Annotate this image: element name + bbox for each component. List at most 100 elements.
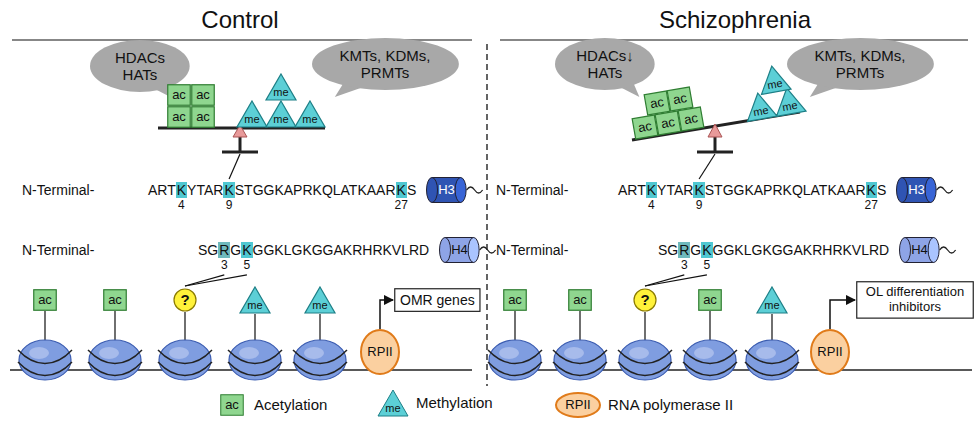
- histone-cylinder: [937, 187, 953, 193]
- histone-cylinder: [902, 202, 931, 203]
- histone-cylinder: [480, 247, 496, 253]
- leader-line: [185, 275, 247, 286]
- scale-pointer: [699, 154, 715, 179]
- node-text: me: [766, 77, 783, 92]
- nucleosome: [88, 362, 142, 376]
- modified-residue: K: [176, 182, 187, 198]
- histone-cylinder: [427, 178, 438, 203]
- panel-title: Control: [201, 6, 278, 34]
- terminus-label: N-Terminal-: [496, 182, 568, 198]
- sequence-text: ART: [618, 182, 646, 198]
- methylation-mark: [757, 64, 791, 95]
- node-text: HDACs HATs: [107, 49, 173, 84]
- node-text: H4: [451, 243, 468, 258]
- nucleosome: [745, 362, 799, 376]
- sequence-text: GGKLGKGGAKRHRKVLRD: [253, 242, 430, 258]
- node-text: ?: [640, 291, 649, 308]
- methylation-mark: [295, 101, 325, 127]
- modified-residue: K: [223, 182, 234, 198]
- acetylation-mark: [104, 290, 127, 311]
- acetylation-mark: ac: [568, 289, 592, 311]
- legend-swatch: [378, 390, 408, 416]
- node-text: RPII: [367, 345, 392, 360]
- acetylation-mark: ac: [167, 84, 191, 106]
- speech-bubble: KMTs, KDMs, PRMTs: [311, 37, 460, 91]
- nucleosome: [694, 347, 714, 359]
- nucleosome: [293, 314, 347, 380]
- acetylation-mark: ac: [191, 84, 215, 106]
- acetylation-mark: [192, 107, 215, 128]
- acetylation-mark: ac: [503, 289, 527, 311]
- panel-title: Schizophrenia: [659, 6, 811, 34]
- nucleosome: [18, 362, 72, 376]
- methylation-mark: me: [304, 286, 336, 314]
- node-text: me: [273, 86, 288, 99]
- histone-cylinder: [928, 238, 939, 263]
- node-text: ac: [683, 110, 699, 127]
- nucleosome: [629, 347, 649, 359]
- gene-box: OL differentiation inhibitors: [856, 281, 974, 319]
- balance-scale: [222, 151, 258, 154]
- acetylation-mark: [667, 87, 693, 111]
- balance-scale: [158, 125, 325, 152]
- rna-polymerase: RPII: [810, 329, 850, 375]
- node-text: KMTs, KDMs, PRMTs: [810, 47, 910, 82]
- nucleosome: [683, 350, 737, 364]
- methylation-mark: [240, 287, 270, 313]
- unknown-mark: [634, 289, 656, 311]
- node-text: H3: [438, 183, 455, 198]
- title-rule: [500, 39, 968, 40]
- modified-residue: K: [701, 242, 712, 258]
- unknown-mark: [174, 289, 196, 311]
- node-text: ac: [660, 114, 676, 131]
- acetylation-mark: ac: [654, 110, 681, 136]
- nucleosome: [618, 350, 672, 364]
- methylation-mark: me: [239, 286, 271, 314]
- modified-residue: K: [396, 182, 407, 198]
- terminus-label: N-Terminal-: [22, 182, 94, 198]
- modified-residue: R: [218, 242, 230, 258]
- methylation-mark: me: [756, 286, 788, 314]
- nucleosome: [644, 312, 645, 342]
- sequence-text: S: [877, 182, 886, 198]
- node-text: RPII: [817, 345, 842, 360]
- histone-cylinder: [432, 202, 461, 203]
- terminus-label: N-Terminal-: [496, 242, 568, 258]
- nucleosome: [89, 340, 141, 380]
- sequence-text: YTAR: [657, 182, 693, 198]
- nucleosome: [228, 350, 282, 364]
- unknown-mark: ?: [173, 288, 197, 312]
- node-text: ac: [649, 94, 665, 111]
- nucleosome: [746, 340, 798, 380]
- sequence-text: G: [690, 242, 701, 258]
- node-text: H4: [911, 243, 928, 258]
- transcription-arrow: [380, 300, 393, 329]
- nucleosome: [18, 350, 72, 364]
- nucleosome: [514, 311, 515, 342]
- residue-number: 5: [704, 259, 711, 273]
- histone-cylinder: [445, 262, 474, 263]
- acetylation-mark: ac: [167, 106, 191, 128]
- sequence-text: STGGKAPRKQLATKAAR: [235, 182, 396, 198]
- gene-box: [395, 289, 480, 312]
- unknown-mark: ?: [633, 288, 657, 312]
- nucleosome: [239, 347, 259, 359]
- nucleosome: [488, 311, 542, 380]
- legend-text: RNA polymerase II: [608, 396, 733, 413]
- acetylation-mark: [569, 290, 592, 311]
- methylation-mark: me: [265, 73, 297, 101]
- legend-swatch: [221, 395, 244, 416]
- nucleosome: [564, 347, 584, 359]
- node-text: me: [312, 299, 327, 312]
- nucleosome: [159, 340, 211, 380]
- acetylation-mark: [168, 107, 191, 128]
- modified-residue: K: [241, 242, 252, 258]
- illustration-parts: [10, 154, 972, 380]
- leader-line: [645, 275, 707, 286]
- methylation-mark: [305, 287, 335, 313]
- rna-polymerase: [811, 330, 849, 374]
- node-text: ac: [38, 293, 52, 308]
- histone-cylinder: [940, 247, 956, 253]
- nucleosome: [44, 311, 45, 342]
- nucleosome: [184, 312, 185, 342]
